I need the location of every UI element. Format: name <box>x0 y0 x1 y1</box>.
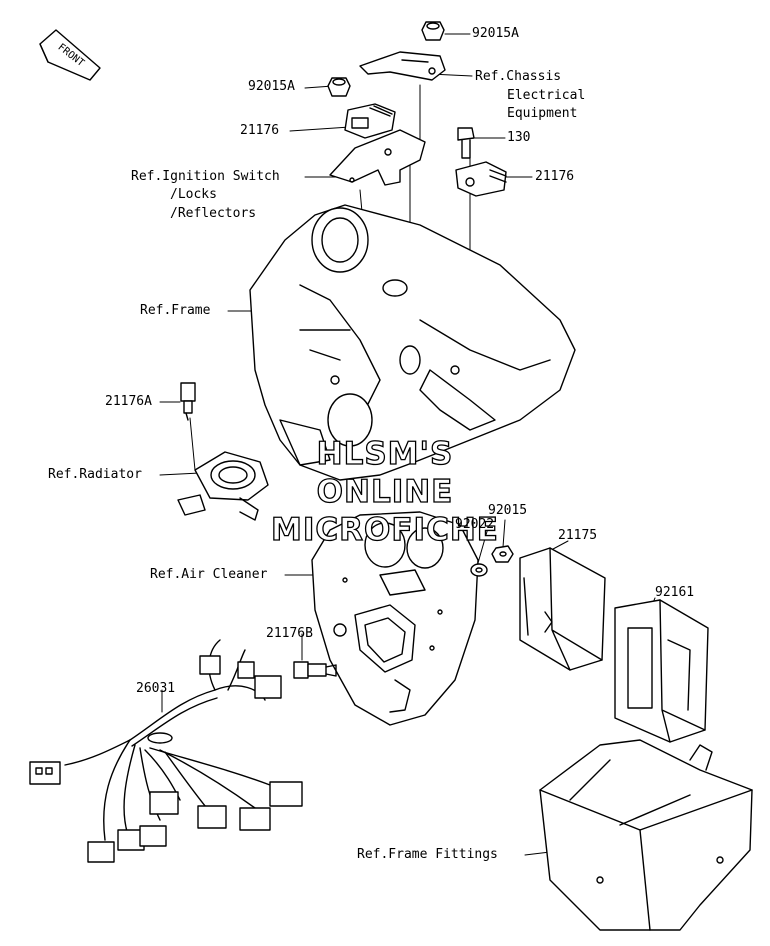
watermark-line-1: HLSM'S <box>316 435 454 472</box>
ecu-21175 <box>519 547 606 671</box>
label-92161: 92161 <box>655 585 695 600</box>
thermostat-housing <box>177 451 269 521</box>
front-arrow-icon: FRONT <box>39 29 101 81</box>
label-21176B: 21176B <box>266 626 313 641</box>
battery-tray <box>539 739 753 931</box>
sensor-21176A <box>180 382 196 421</box>
watermark-line-3: MICROFICHE <box>270 511 499 548</box>
sensor-21176B <box>293 661 337 679</box>
label-ref-radiator: Ref.Radiator <box>48 467 142 482</box>
wiring-harness-26031 <box>29 639 303 863</box>
label-ref-frame: Ref.Frame <box>140 303 211 318</box>
label-92015A-left: 92015A <box>248 79 295 94</box>
label-26031: 26031 <box>136 681 176 696</box>
watermark-line-2: ONLINE <box>316 473 454 510</box>
label-electrical: Electrical <box>507 88 586 103</box>
label-reflectors: /Reflectors <box>170 206 257 221</box>
label-equipment: Equipment <box>507 106 578 121</box>
nut-92015A-left <box>327 77 351 97</box>
label-21176A: 21176A <box>105 394 152 409</box>
ecu-cover-92161 <box>614 599 709 743</box>
label-locks: /Locks <box>170 187 217 202</box>
label-92015: 92015 <box>488 503 528 518</box>
frame <box>249 204 576 481</box>
label-21176-right: 21176 <box>535 169 575 184</box>
label-21175: 21175 <box>558 528 598 543</box>
sensor-21176-left <box>344 103 396 139</box>
air-cleaner-plate <box>311 511 479 726</box>
washer-92022 <box>470 563 488 577</box>
label-ref-air-cleaner: Ref.Air Cleaner <box>150 567 268 582</box>
label-92022: 92022 <box>455 517 495 532</box>
bracket-mid <box>329 129 426 186</box>
label-ref-frame-fittings: Ref.Frame Fittings <box>357 847 498 862</box>
label-130: 130 <box>507 130 531 145</box>
bracket-top <box>359 51 446 81</box>
nut-92015 <box>491 545 514 563</box>
label-ref-ignition: Ref.Ignition Switch <box>131 169 280 184</box>
bolt-130 <box>457 127 475 159</box>
label-21176-left: 21176 <box>240 123 280 138</box>
label-ref-chassis: Ref.Chassis <box>475 69 562 84</box>
sensor-21176-right <box>455 161 507 197</box>
label-92015A-top: 92015A <box>472 26 519 41</box>
nut-92015A-top <box>421 21 445 41</box>
